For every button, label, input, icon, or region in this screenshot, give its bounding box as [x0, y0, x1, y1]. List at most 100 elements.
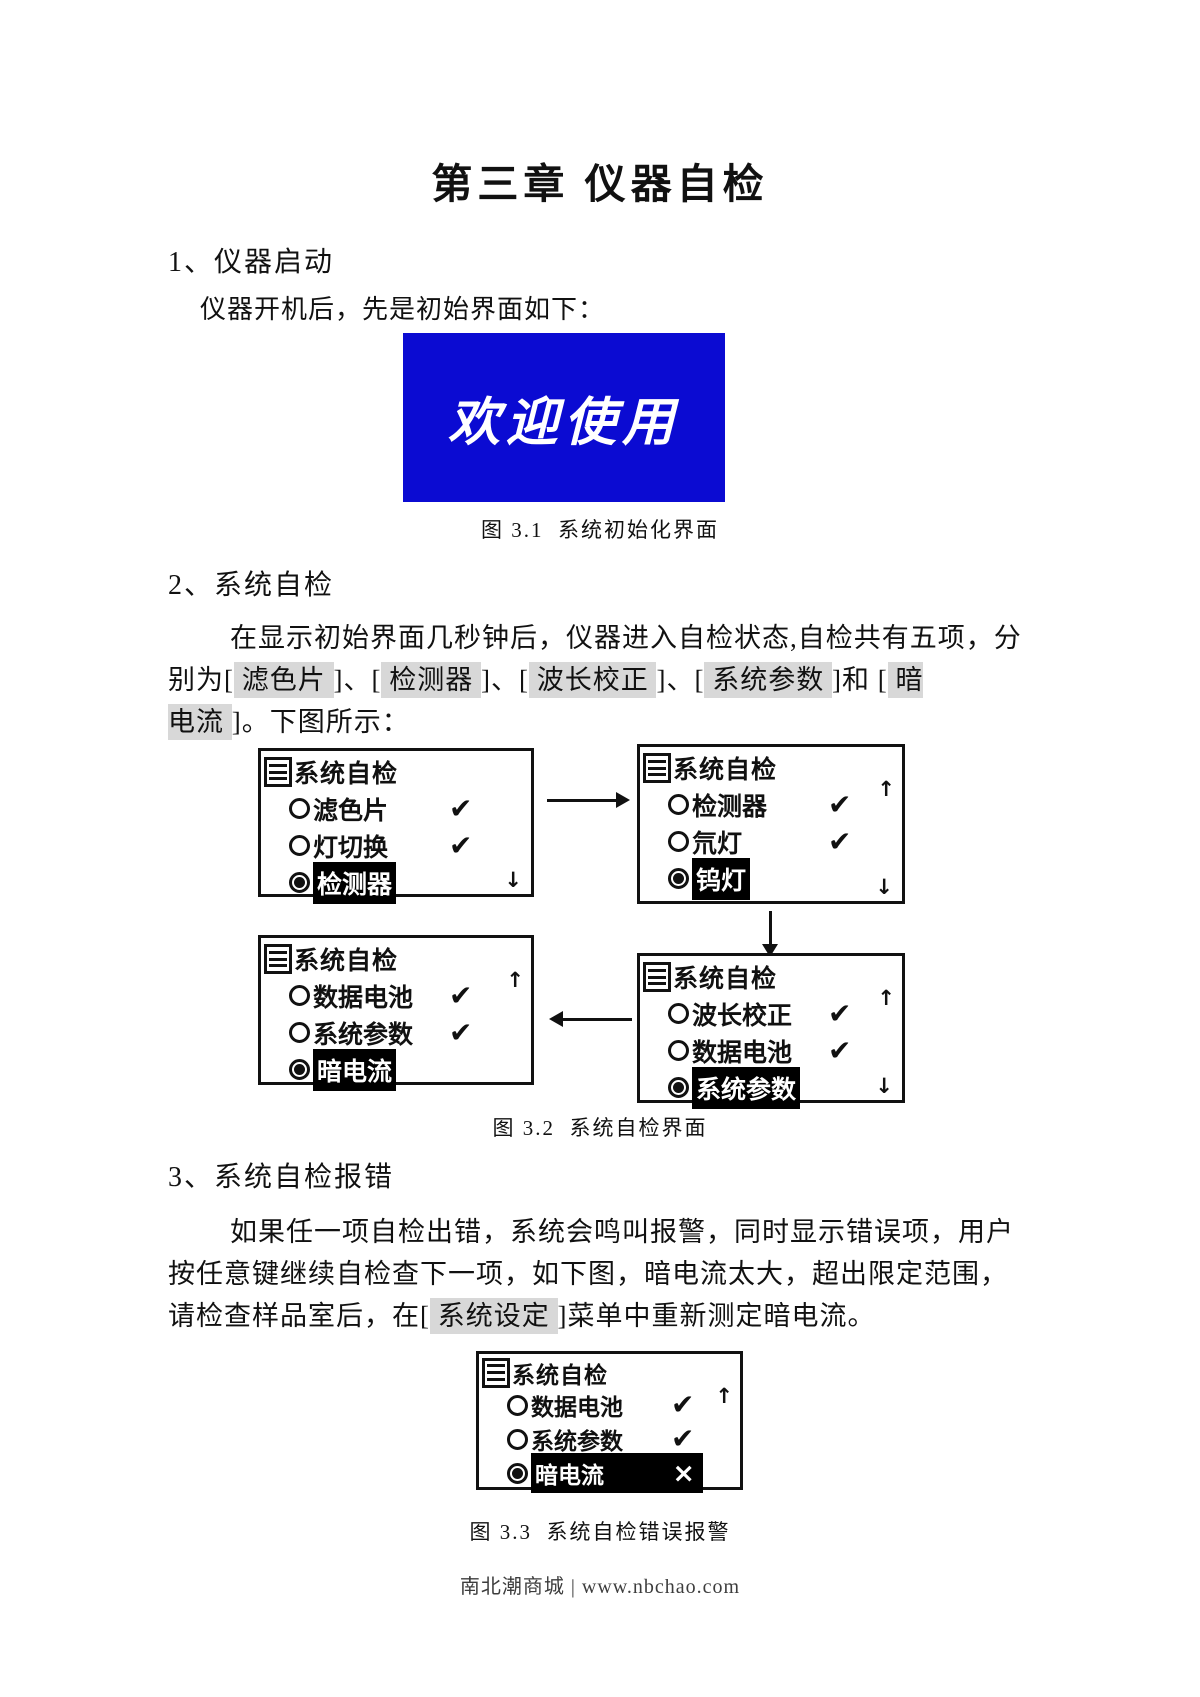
page-title: 第三章 仪器自检 [431, 161, 769, 207]
arrow-head [616, 792, 630, 808]
highlight: 滤色片 [234, 662, 334, 698]
check-icon: ✔ [671, 1422, 695, 1455]
lcd-screen-d: 系统自检 波长校正 ✔ 数据电池 ✔ 系统参数 ↑ ↓ [637, 953, 905, 1109]
highlight: 波长校正 [528, 662, 657, 698]
check-item-row-active: 系统参数 [640, 1066, 902, 1109]
figure-3-2-caption: 图 3.2 系统自检界面 [492, 1116, 708, 1140]
check-icon: ✔ [449, 791, 473, 825]
radio-icon [507, 1394, 528, 1416]
check-icon: ✔ [828, 787, 852, 821]
flow-arrow-right [547, 792, 630, 808]
paragraph-text: 别为[ [168, 665, 234, 695]
check-item-label: 灯切换 [313, 832, 389, 862]
section-1-heading: 1、仪器启动 [168, 247, 335, 278]
paragraph-text: 按任意键继续自检查下一项，如下图，暗电流太大，超出限定范围， [168, 1259, 1008, 1289]
paragraph-text: ]、[ [333, 665, 382, 695]
welcome-text: 欢迎使用 [447, 395, 680, 452]
check-item-label: 检测器 [313, 861, 397, 904]
scroll-down-icon: ↓ [875, 1074, 893, 1098]
check-icon: ✔ [828, 824, 852, 858]
check-item-label: 波长校正 [692, 1000, 793, 1030]
scroll-up-icon: ↑ [715, 1384, 733, 1408]
paragraph-line: 如果任一项自检出错，系统会鸣叫报警，同时显示错误项，用户 [230, 1210, 1014, 1249]
check-item-row: 数据电池 ✔ [479, 1388, 740, 1422]
paragraph-line: 请检查样品室后，在[ 系统设定 ]菜单中重新测定暗电流。 [168, 1294, 876, 1334]
radio-selected-icon [668, 1077, 689, 1098]
check-item-row: 检测器 ✔ [640, 786, 902, 823]
menu-icon [643, 753, 671, 783]
check-item-row-error: 暗电流 × [479, 1453, 740, 1493]
paragraph-text: 如果任一项自检出错，系统会鸣叫报警，同时显示错误项，用户 [230, 1217, 1014, 1247]
check-item-label: 系统参数 [692, 1066, 801, 1109]
lcd-screen-error: 系统自检 数据电池 ✔ 系统参数 ✔ 暗电流 × ↑ [476, 1351, 743, 1493]
lcd-title: 系统自检 [673, 755, 778, 784]
lcd-title: 系统自检 [512, 1362, 608, 1389]
check-icon: ✔ [449, 1015, 473, 1049]
menu-icon [482, 1357, 510, 1388]
error-band: 暗电流 × [531, 1453, 703, 1493]
lcd-screen-b: 系统自检 检测器 ✔ 氘灯 ✔ 钨灯 ↑ ↓ [637, 744, 905, 904]
paragraph-text: ]。下图所示： [231, 707, 410, 737]
lcd-title: 系统自检 [294, 946, 399, 975]
check-item-row: 波长校正 ✔ [640, 995, 902, 1032]
check-item-row: 数据电池 ✔ [261, 977, 531, 1014]
radio-icon [668, 794, 689, 815]
menu-icon [643, 962, 671, 992]
radio-selected-icon [289, 872, 310, 893]
lcd-title: 系统自检 [673, 964, 778, 993]
check-item-label: 系统参数 [313, 1019, 414, 1049]
paragraph-line: 按任意键继续自检查下一项，如下图，暗电流太大，超出限定范围， [168, 1252, 1008, 1291]
paragraph-line: 别为[ 滤色片 ]、[ 检测器 ]、[ 波长校正 ]、[ 系统参数 ]和 [ 暗 [168, 658, 924, 698]
welcome-screen: 欢迎使用 [403, 333, 725, 502]
check-icon: ✔ [671, 1388, 695, 1421]
paragraph-text: 请检查样品室后，在[ [168, 1301, 430, 1331]
paragraph-text: ]、[ [480, 665, 529, 695]
menu-icon [264, 944, 292, 974]
highlight: 检测器 [381, 662, 481, 698]
lcd-header: 系统自检 [640, 956, 902, 995]
check-item-label: 检测器 [692, 791, 768, 821]
check-item-label: 系统参数 [531, 1429, 623, 1455]
error-cross-icon: × [672, 1457, 695, 1489]
highlight: 电流 [168, 704, 232, 740]
check-item-label: 数据电池 [313, 982, 414, 1012]
scroll-down-icon: ↓ [504, 868, 522, 892]
check-item-label: 暗电流 [535, 1463, 604, 1489]
radio-icon [668, 1040, 689, 1061]
lcd-title: 系统自检 [294, 759, 399, 788]
paragraph-text: ]菜单中重新测定暗电流。 [557, 1301, 876, 1331]
scroll-down-icon: ↓ [875, 875, 893, 899]
figure-3-3-caption: 图 3.3 系统自检错误报警 [469, 1520, 731, 1544]
radio-selected-icon [668, 868, 689, 889]
highlight: 暗 [887, 662, 924, 698]
menu-icon [264, 757, 292, 787]
radio-icon [289, 835, 310, 856]
paragraph-text: 在显示初始界面几秒钟后，仪器进入自检状态,自检共有五项，分 [230, 623, 1022, 653]
highlight: 系统设定 [430, 1298, 558, 1334]
radio-icon [289, 985, 310, 1006]
section-3-heading: 3、系统自检报错 [168, 1162, 395, 1193]
section-1-body: 仪器开机后，先是初始界面如下： [200, 295, 606, 324]
check-item-label: 数据电池 [692, 1037, 793, 1067]
radio-selected-icon [289, 1059, 310, 1080]
arrow-head [549, 1011, 563, 1027]
highlight: 系统参数 [704, 662, 832, 698]
check-icon: ✔ [449, 978, 473, 1012]
radio-icon [668, 1003, 689, 1024]
radio-icon [289, 798, 310, 819]
check-item-label: 氘灯 [692, 828, 743, 858]
check-item-row: 滤色片 ✔ [261, 790, 531, 827]
check-item-row-active: 暗电流 [261, 1048, 531, 1091]
check-item-row: 氘灯 ✔ [640, 823, 902, 860]
check-item-label: 滤色片 [313, 795, 389, 825]
radio-icon [507, 1428, 528, 1450]
flow-arrow-left [549, 1011, 632, 1027]
lcd-screen-c: 系统自检 数据电池 ✔ 系统参数 ✔ 暗电流 ↑ [258, 935, 534, 1091]
scroll-up-icon: ↑ [877, 777, 895, 801]
page-footer: 南北潮商城 | www.nbchao.com [459, 1576, 741, 1598]
radio-selected-icon [507, 1462, 528, 1484]
scroll-up-icon: ↑ [877, 986, 895, 1010]
check-item-row: 灯切换 ✔ [261, 827, 531, 864]
lcd-screen-a: 系统自检 滤色片 ✔ 灯切换 ✔ 检测器 ↓ [258, 748, 534, 904]
check-item-row: 系统参数 ✔ [479, 1422, 740, 1456]
